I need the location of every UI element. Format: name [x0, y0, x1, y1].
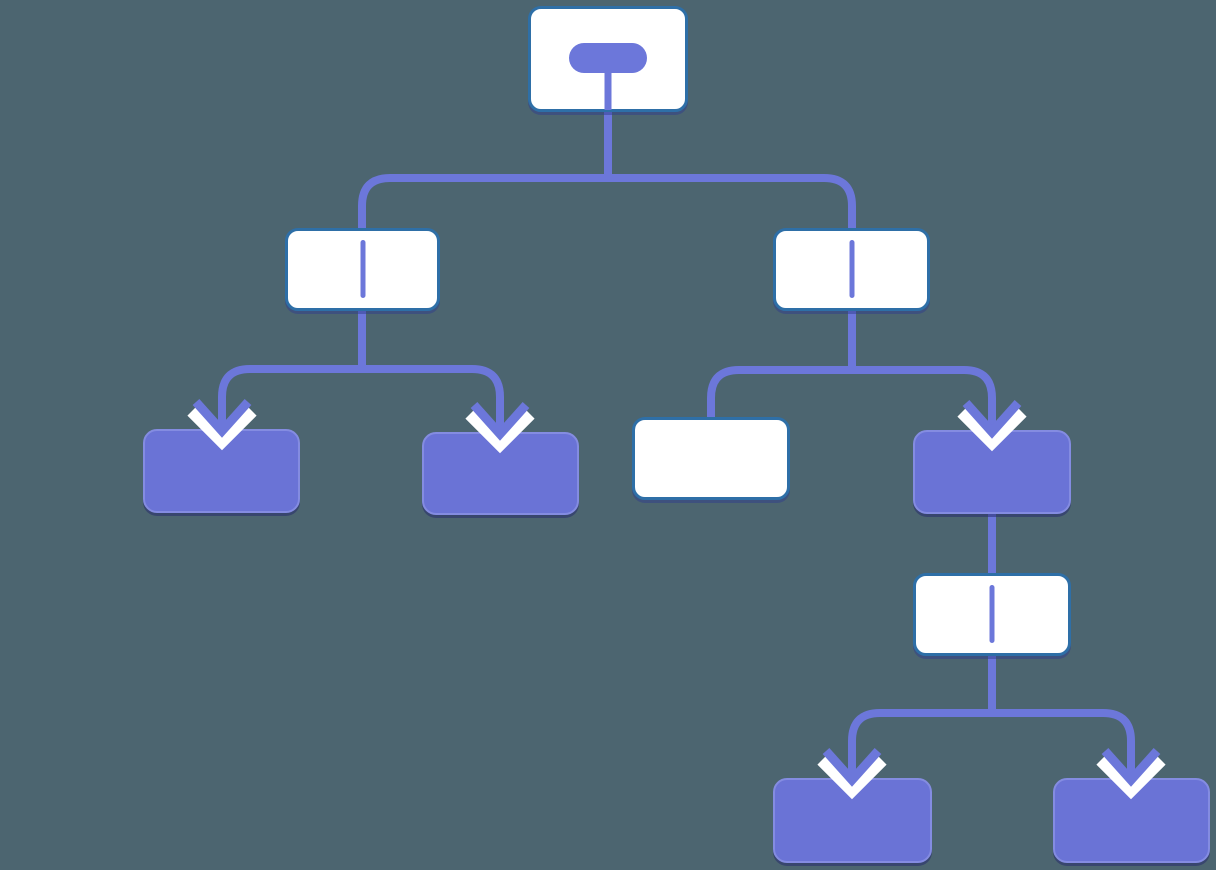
- connector-bottom-branch: [848, 709, 1135, 778]
- tree-node-empty[interactable]: [632, 417, 790, 500]
- root-pill-icon: [569, 43, 647, 73]
- connector-left-branch: [218, 365, 504, 432]
- branch-line-icon: [989, 585, 995, 643]
- branch-line-icon: [849, 240, 854, 298]
- root-stem-icon: [604, 71, 612, 110]
- branch-line-icon: [360, 240, 365, 298]
- tree-node-branch-left[interactable]: [285, 228, 440, 311]
- tree-node-branch-lower[interactable]: [913, 573, 1071, 656]
- connector-level1-branch: [358, 174, 856, 232]
- tree-node-branch-right[interactable]: [773, 228, 930, 311]
- tree-node-root[interactable]: [528, 6, 688, 112]
